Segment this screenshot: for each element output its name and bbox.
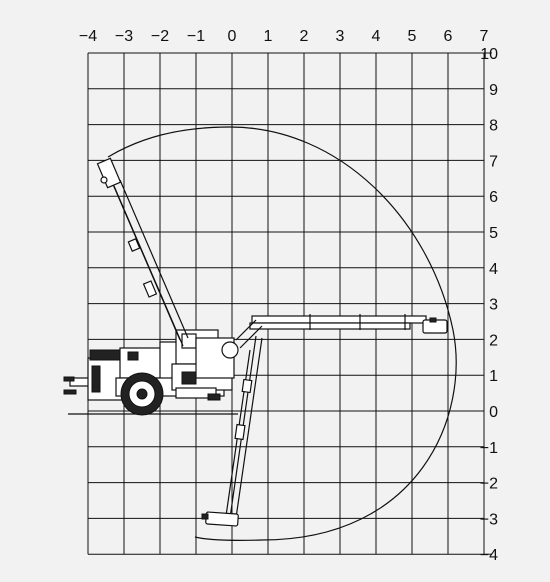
y-tick-label: 1 bbox=[489, 368, 498, 385]
y-tick-label: 2 bbox=[489, 332, 498, 349]
y-tick-label: −3 bbox=[480, 511, 498, 528]
horizontal-boom bbox=[235, 314, 427, 349]
y-tick-label: −2 bbox=[480, 476, 498, 493]
x-tick-label: 7 bbox=[480, 28, 489, 45]
y-tick-label: 5 bbox=[489, 225, 498, 242]
x-tick-label: −3 bbox=[115, 28, 133, 45]
y-tick-label: 0 bbox=[489, 404, 498, 421]
x-tick-label: 0 bbox=[228, 28, 237, 45]
y-tick-label: 10 bbox=[480, 46, 498, 63]
lower-boom bbox=[225, 335, 263, 519]
x-tick-label: −2 bbox=[151, 28, 169, 45]
upper-boom bbox=[111, 179, 189, 347]
y-tick-label: 3 bbox=[489, 297, 498, 314]
y-tick-label: 8 bbox=[489, 118, 498, 135]
working-envelope bbox=[107, 126, 457, 541]
y-tick-label: 9 bbox=[489, 82, 498, 99]
x-tick-label: −4 bbox=[79, 28, 97, 45]
x-tick-label: −1 bbox=[187, 28, 205, 45]
lower-drill-head bbox=[201, 511, 239, 527]
x-tick-label: 2 bbox=[300, 28, 309, 45]
x-tick-label: 4 bbox=[372, 28, 381, 45]
y-tick-label: 4 bbox=[489, 261, 498, 278]
horizontal-drill-head bbox=[422, 317, 448, 334]
upper-drill-head bbox=[96, 157, 122, 189]
x-axis-ticks: −4 −3 −2 −1 0 1 2 3 4 5 6 7 bbox=[79, 28, 489, 45]
y-tick-label: 6 bbox=[489, 189, 498, 206]
grid bbox=[87, 52, 492, 555]
drilling-rig-icon bbox=[63, 329, 239, 416]
x-tick-label: 5 bbox=[408, 28, 417, 45]
y-tick-label: −1 bbox=[480, 440, 498, 457]
y-tick-label: 7 bbox=[489, 153, 498, 170]
x-tick-label: 3 bbox=[336, 28, 345, 45]
x-tick-label: 1 bbox=[264, 28, 273, 45]
y-tick-label: −4 bbox=[480, 547, 498, 564]
x-tick-label: 6 bbox=[444, 28, 453, 45]
